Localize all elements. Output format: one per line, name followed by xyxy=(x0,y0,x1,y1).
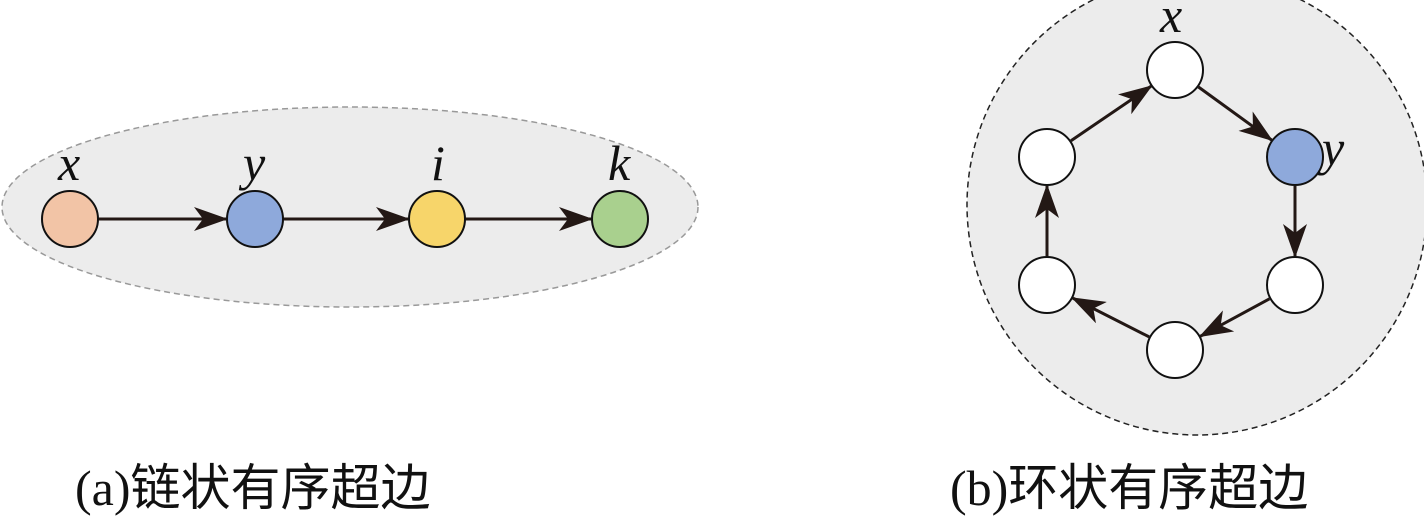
cycle-node xyxy=(1018,128,1076,186)
caption-b: (b)环状有序超边 xyxy=(950,460,1309,516)
cycle-hyperedge-boundary xyxy=(966,0,1424,436)
cycle-edge xyxy=(1198,297,1271,338)
cycle-edge xyxy=(1070,85,1153,142)
chain-hyperedge-boundary xyxy=(1,106,699,308)
node-x xyxy=(1146,41,1204,99)
node-x xyxy=(41,190,99,248)
cycle-hyperedge: x y xyxy=(966,0,1424,436)
node-label-y: y xyxy=(238,135,266,191)
node-label-i: i xyxy=(431,135,445,191)
node-label-x: x xyxy=(1159,0,1182,43)
node-label-x: x xyxy=(57,135,80,191)
node-y xyxy=(1266,128,1324,186)
node-label-y: y xyxy=(1317,120,1345,176)
cycle-node xyxy=(1146,321,1204,379)
node-y xyxy=(226,190,284,248)
node-k xyxy=(591,190,649,248)
cycle-node xyxy=(1018,256,1076,314)
cycle-edge xyxy=(1071,296,1150,339)
caption-a: (a)链状有序超边 xyxy=(75,460,431,516)
cycle-node xyxy=(1266,256,1324,314)
node-label-k: k xyxy=(608,135,631,191)
cycle-edge xyxy=(1197,85,1274,142)
node-i xyxy=(408,190,466,248)
